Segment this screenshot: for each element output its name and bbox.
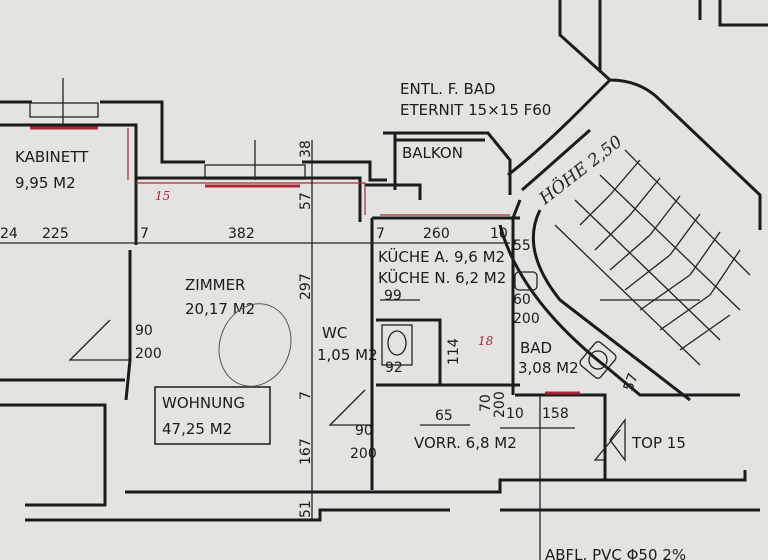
zimmer-area: 20,17 M2 — [185, 300, 255, 318]
handwritten-circle — [218, 303, 292, 387]
handwritten-height: HÖHE 2,50 — [534, 131, 626, 209]
wc-area: 1,05 M2 — [317, 346, 378, 364]
walls — [0, 0, 768, 522]
balkon-label: BALKON — [402, 144, 463, 162]
dim-57: 57 — [298, 192, 314, 210]
dim-297: 297 — [298, 273, 314, 300]
dim-260: 260 — [423, 226, 450, 242]
dim-92: 92 — [385, 360, 403, 376]
note-line-2: ETERNIT 15×15 F60 — [400, 101, 551, 119]
dim-24: 24 — [0, 226, 18, 242]
door-height: 200 — [350, 446, 377, 462]
dim-200: 200 — [492, 391, 508, 418]
dim-167: 167 — [298, 438, 314, 465]
dim-65: 65 — [435, 408, 453, 424]
wc-name: WC — [322, 324, 347, 342]
bad-area: 3,08 M2 — [518, 359, 579, 377]
handwritten-red-note: 15 — [155, 189, 170, 203]
dim-7: 7 — [376, 226, 385, 242]
dim-158: 158 — [542, 406, 569, 422]
door-height: 200 — [135, 346, 162, 362]
wohnung-box — [154, 386, 271, 445]
kueche-a: KÜCHE A. 9,6 M2 — [378, 247, 505, 266]
dim-70: 70 — [478, 394, 494, 412]
dim-382: 382 — [228, 226, 255, 242]
dim-10: 10 — [506, 406, 524, 422]
handwritten-red-note: 18 — [478, 334, 494, 348]
windows — [29, 78, 306, 180]
footer-note: ABFL. PVC Φ50 2% — [545, 546, 686, 560]
top-label: TOP 15 — [631, 434, 686, 452]
dim-55: 55 — [513, 238, 531, 254]
bad-name: BAD — [520, 339, 552, 357]
red-markings — [30, 126, 580, 395]
dimension-lines — [0, 140, 626, 560]
vorr-label: VORR. 6,8 M2 — [414, 434, 517, 452]
washbasin-icon — [579, 341, 617, 379]
dim-99: 99 — [384, 288, 402, 304]
dim-57: 57 — [621, 371, 642, 393]
dim-51: 51 — [298, 500, 314, 518]
zimmer-name: ZIMMER — [185, 276, 245, 294]
sink-icon — [514, 271, 538, 291]
dim-225: 225 — [42, 226, 69, 242]
dim-7: 7 — [298, 391, 314, 400]
dim-38: 38 — [298, 140, 314, 158]
toilet-icon — [381, 324, 413, 366]
dim-114: 114 — [446, 338, 462, 365]
kueche-n: KÜCHE N. 6,2 M2 — [378, 268, 506, 287]
door-width: 90 — [135, 323, 153, 339]
wohnung-area: 47,25 M2 — [162, 420, 232, 438]
dim-10: 10 — [490, 226, 508, 242]
staircase — [554, 149, 751, 366]
kabinett-area: 9,95 M2 — [15, 174, 76, 192]
kabinett-name: KABINETT — [15, 148, 89, 166]
note-line-1: ENTL. F. BAD — [400, 80, 496, 98]
dim-60: 60 — [513, 292, 531, 308]
door-width: 90 — [355, 423, 373, 439]
dim-200: 200 — [513, 311, 540, 327]
dim-7: 7 — [140, 226, 149, 242]
wohnung-name: WOHNUNG — [162, 394, 245, 412]
